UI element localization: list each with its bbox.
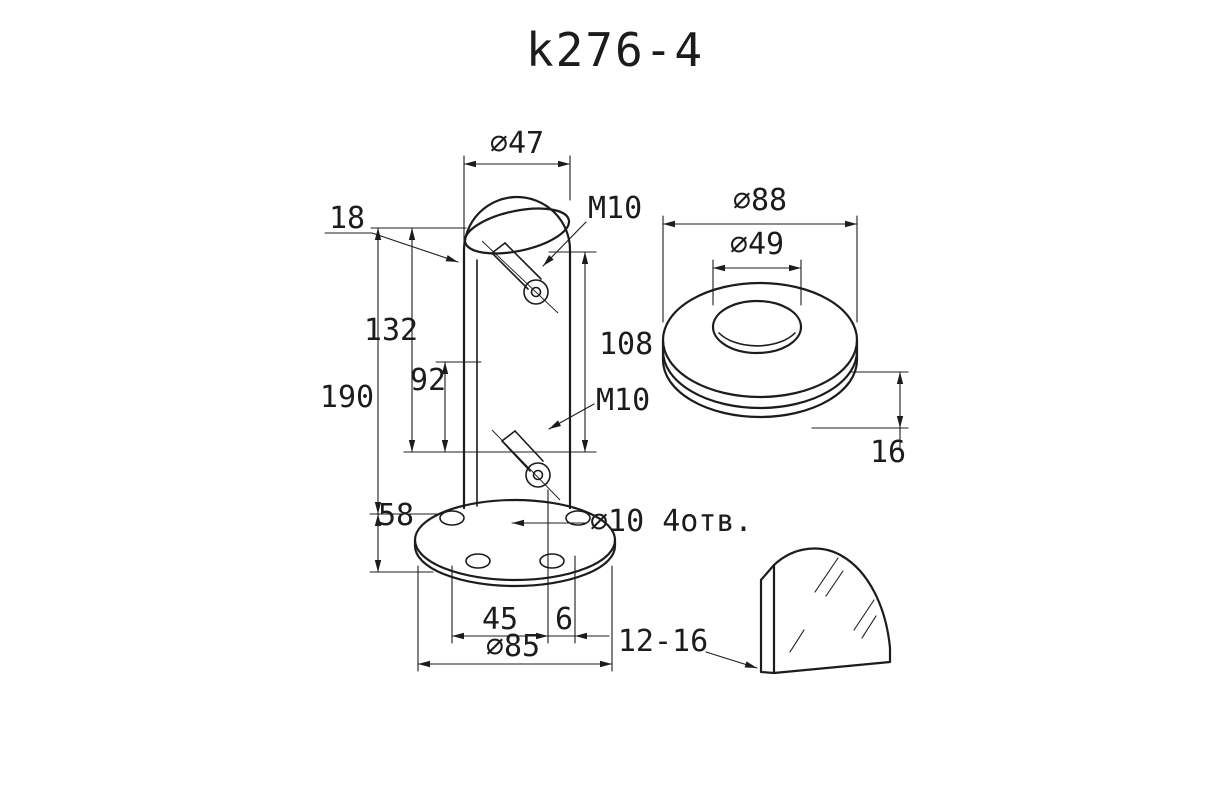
glass-dimension: 12-16 xyxy=(618,624,758,669)
dim-base-holes-label: ⌀10 4отв. xyxy=(590,504,753,539)
glass-thickness-edge xyxy=(759,563,776,675)
dim-dia-top-label: ⌀47 xyxy=(490,126,544,161)
dim-dia-outer-label: ⌀88 xyxy=(733,183,787,218)
glass-front-face xyxy=(772,547,892,675)
dim-132-label: 132 xyxy=(364,313,418,348)
dim-190-label: 190 xyxy=(320,380,374,415)
mounting-hole xyxy=(539,553,565,569)
mounting-hole xyxy=(565,510,591,526)
dim-6-label: 6 xyxy=(555,602,573,637)
dim-18-label: 18 xyxy=(329,201,365,236)
cover-hole-inner-wall xyxy=(718,332,796,347)
cover-lower-edge-1 xyxy=(661,349,859,410)
dim-m10-bottom-label: M10 xyxy=(596,383,650,418)
upper-bolt xyxy=(481,240,559,314)
base-mounting-holes xyxy=(439,510,591,569)
mounting-hole xyxy=(465,553,491,569)
cover-inner-hole xyxy=(711,299,803,355)
spigot-body-outline xyxy=(462,195,572,510)
spigot-top-cap xyxy=(463,207,571,255)
glass-panel-view xyxy=(759,547,892,675)
dim-58-label: 58 xyxy=(378,498,414,533)
dim-m10-top-label: M10 xyxy=(588,191,642,226)
cover-ring-view xyxy=(661,281,859,419)
dim-92-label: 92 xyxy=(410,363,446,398)
glass-reflection-hatching xyxy=(789,557,877,653)
spigot-dimensions: ⌀47 18 190 58 132 92 108 M10 M10 xyxy=(320,126,753,672)
dim-108-label: 108 xyxy=(599,327,653,362)
cover-ring-dimensions: ⌀88 ⌀49 16 xyxy=(662,183,909,470)
mounting-hole xyxy=(439,510,465,526)
drawing-title: k276-4 xyxy=(526,23,704,77)
lower-bolt xyxy=(491,429,561,501)
cover-lower-edge-2 xyxy=(661,358,859,419)
dim-dia-inner-label: ⌀49 xyxy=(730,227,784,262)
dim-45-label: 45 xyxy=(482,602,518,637)
dim-glass-thickness-label: 12-16 xyxy=(618,624,708,659)
dim-dia-base-label: ⌀85 xyxy=(486,629,540,664)
base-flange-bottom-edge xyxy=(413,544,617,588)
dim-16-label: 16 xyxy=(870,435,906,470)
spigot-front-view xyxy=(413,195,617,588)
